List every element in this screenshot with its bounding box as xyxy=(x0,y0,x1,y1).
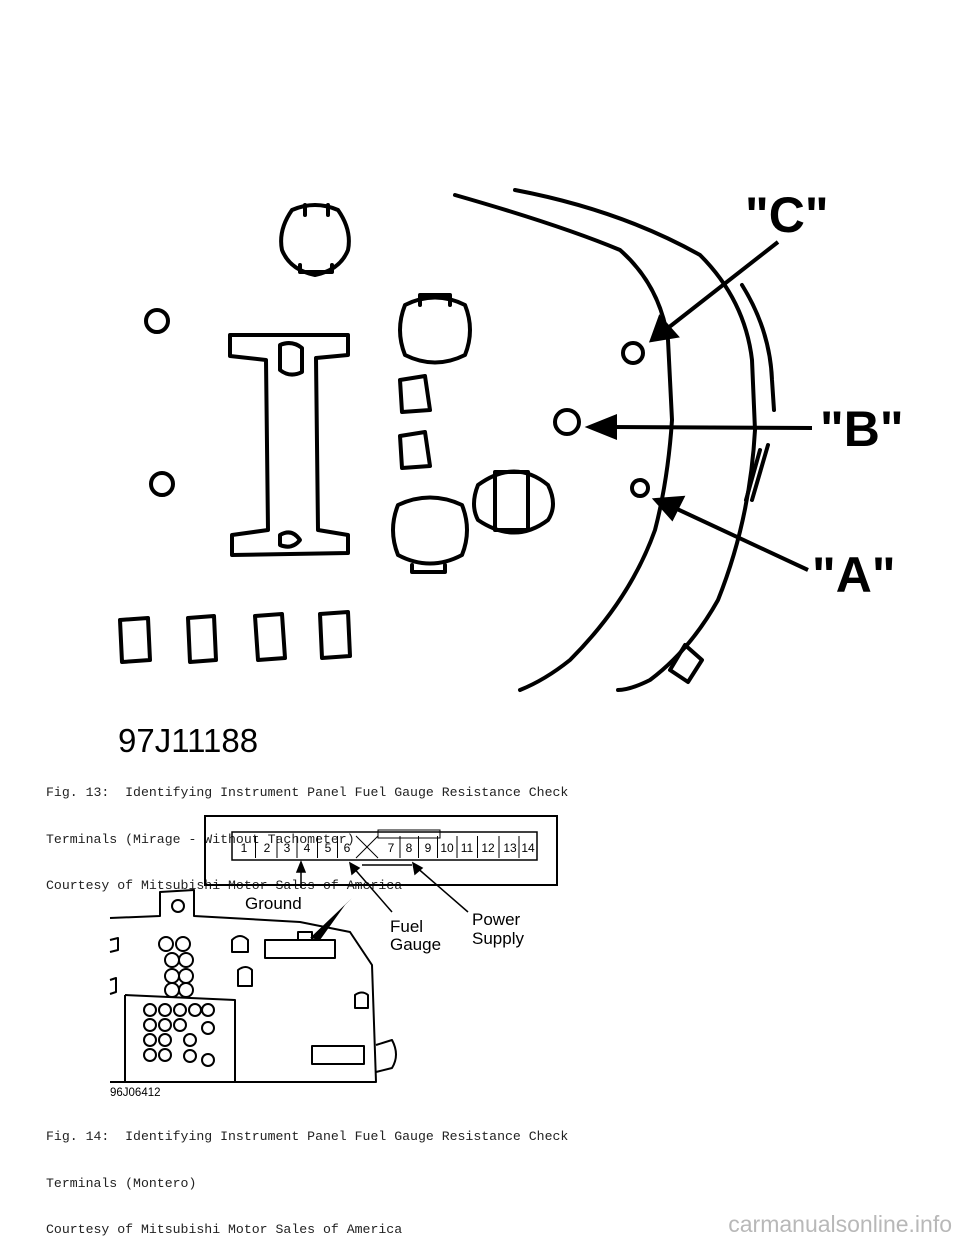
power-supply-label-line2: Supply xyxy=(472,929,524,948)
connector-pin-label: 11 xyxy=(461,841,474,855)
callout-b-label: "B" xyxy=(820,401,904,457)
connector-pin-label: 8 xyxy=(406,841,413,855)
power-supply-label-line1: Power xyxy=(472,910,521,929)
connector-pin-label: 10 xyxy=(440,841,454,855)
connector-pin-label: 4 xyxy=(304,841,311,855)
connector-pin-label: 9 xyxy=(425,841,432,855)
fuel-gauge-label-line2: Gauge xyxy=(390,935,441,954)
caption-line: Fig. 14: Identifying Instrument Panel Fu… xyxy=(46,1129,569,1144)
connector-pin-label: 2 xyxy=(264,841,271,855)
figure-13-caption: Fig. 13: Identifying Instrument Panel Fu… xyxy=(46,754,568,909)
connector-pin-label: 6 xyxy=(344,841,351,855)
connector-pin-label: 13 xyxy=(503,841,517,855)
figure-13-diagram: "C" "B" "A" xyxy=(118,187,904,692)
figure-14-image-code: 96J06412 xyxy=(110,1087,161,1099)
caption-line: Fig. 13: Identifying Instrument Panel Fu… xyxy=(46,785,569,800)
connector-pin-label: 1 xyxy=(241,841,248,855)
connector-pin-label: 3 xyxy=(284,841,291,855)
watermark: carmanualsonline.info xyxy=(728,1211,952,1237)
caption-line: Terminals (Montero) xyxy=(46,1175,197,1191)
connector-pin-label: 7 xyxy=(388,841,395,855)
connector-pin-label: 5 xyxy=(325,841,332,855)
figure-13-image-code: 97J11188 xyxy=(118,722,259,759)
ground-label: Ground xyxy=(245,894,302,913)
callout-c-label: "C" xyxy=(745,187,829,243)
caption-line: Courtesy of Mitsubishi Motor Sales of Am… xyxy=(46,878,403,893)
caption-line: Courtesy of Mitsubishi Motor Sales of Am… xyxy=(46,1222,403,1237)
connector-pin-label: 14 xyxy=(521,841,535,855)
fuel-gauge-label-line1: Fuel xyxy=(390,917,423,936)
connector-pin-label: 12 xyxy=(481,841,495,855)
callout-a-label: "A" xyxy=(812,547,896,603)
figure-14-caption: Fig. 14: Identifying Instrument Panel Fu… xyxy=(46,1098,568,1253)
